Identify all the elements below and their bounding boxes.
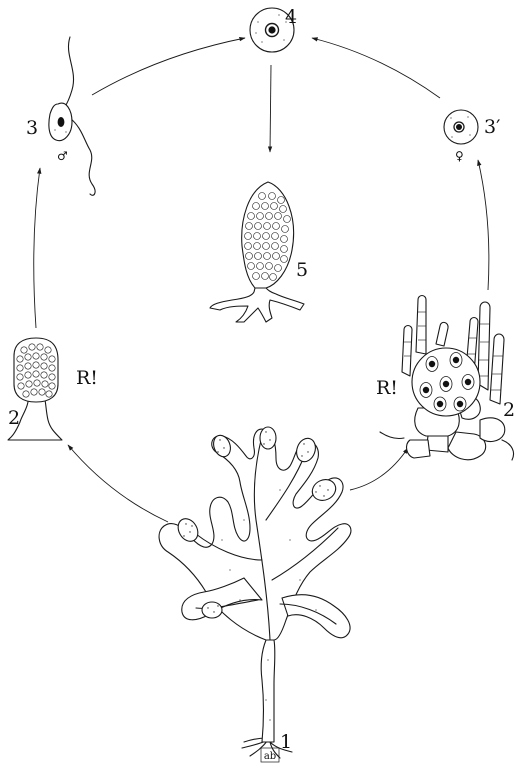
arrow-sporophyte-to-female-gametangium (350, 448, 408, 490)
signature: ab (261, 748, 279, 762)
arrow-male-gametangium-to-gamete (34, 168, 40, 328)
label-sporophyte: 1 (280, 731, 292, 753)
svg-text:ab: ab (264, 751, 276, 762)
male-symbol: ♂ (57, 149, 68, 163)
female-gamete-illustration (444, 110, 478, 144)
arrow-zygote-to-germling (270, 65, 271, 152)
label-zygote: 4 (285, 6, 297, 28)
meiosis-mark-right: R! (376, 377, 398, 399)
male-gamete-illustration (49, 37, 95, 195)
arrow-male-gamete-to-zygote (92, 38, 245, 95)
label-germling: 5 (296, 259, 308, 281)
arrow-sporophyte-to-male-gametangium (68, 445, 168, 522)
label-male-gamete: 3 (26, 117, 38, 139)
sporophyte-illustration (159, 427, 351, 758)
female-gametangium-illustration (380, 296, 514, 461)
label-female-gametangium: 2 (503, 399, 515, 421)
germling-illustration (210, 182, 304, 322)
meiosis-mark-left: R! (76, 367, 98, 389)
arrow-female-gamete-to-zygote (312, 38, 440, 98)
label-male-gametangium: 2 (8, 407, 20, 429)
female-symbol: ♀ (455, 149, 464, 163)
arrow-female-gametangium-to-gamete (478, 160, 489, 290)
label-female-gamete: 3′ (484, 116, 500, 138)
